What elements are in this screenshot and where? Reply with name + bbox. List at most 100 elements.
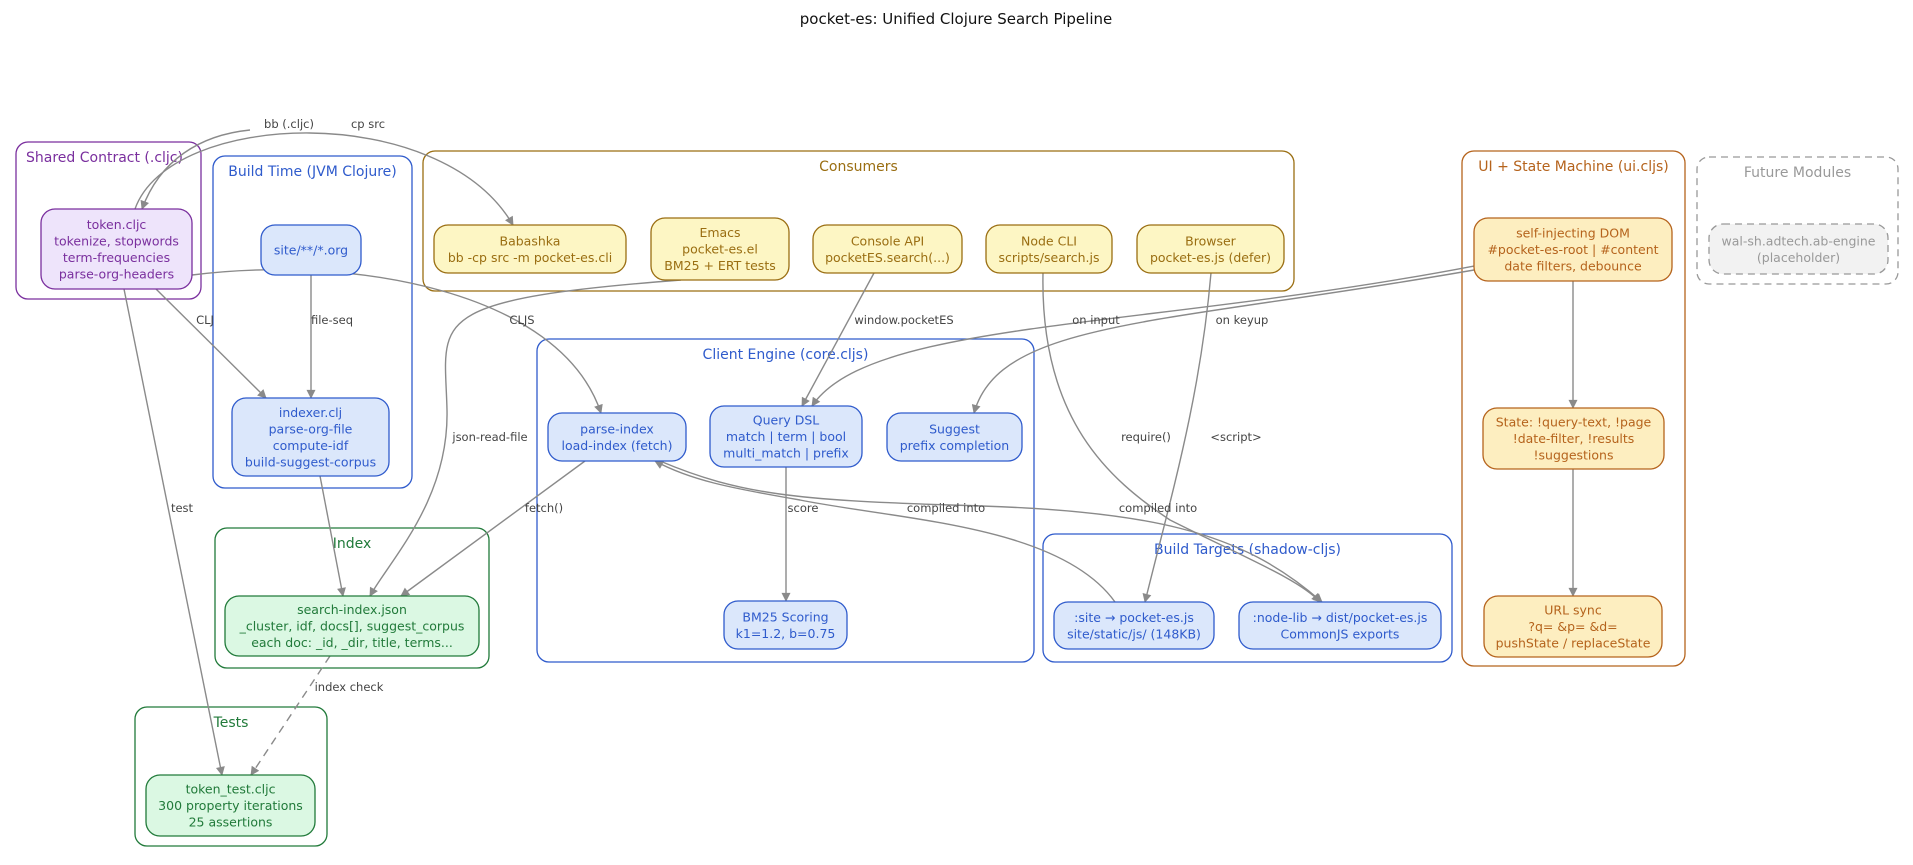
node-indexer-line-3: compute-idf (273, 438, 349, 453)
node-console-line-1: Console API (851, 233, 924, 248)
cluster-consumers: Consumers (422, 150, 1295, 292)
node-token-line-2: tokenize, stopwords (54, 233, 179, 248)
node-parse-box (547, 412, 687, 462)
node-bm25: BM25 Scoring k1=1.2, b=0.75 (723, 600, 848, 650)
edge-token-test-tokentest (123, 288, 225, 776)
node-url-line-1: URL sync (1544, 603, 1602, 618)
cluster-targets-label: Build Targets (shadow-cljs) (1154, 542, 1341, 558)
edge-label-bb: bb (.cljc) (264, 117, 314, 131)
node-sindex-box (224, 595, 480, 657)
cluster-shared-frame (15, 141, 202, 300)
node-sindex-line-3: each doc: _id, _dir, title, terms... (251, 635, 453, 650)
node-dsl-line-1: Query DSL (753, 413, 820, 428)
cluster-future: Future Modules (1696, 156, 1899, 285)
edge-label-compiled1: compiled into (907, 501, 985, 515)
node-token-line-4: parse-org-headers (59, 266, 174, 281)
cluster-targets: Build Targets (shadow-cljs) (1042, 533, 1453, 663)
edge-label-script: <script> (1210, 430, 1261, 444)
node-suggest-line-2: prefix completion (900, 438, 1009, 453)
edge-label-oninput: on input (1072, 313, 1120, 327)
edge-indexer-sindex (319, 475, 346, 597)
node-browser-line-1: Browser (1185, 233, 1237, 248)
edges-layer (123, 129, 1578, 776)
node-siteTarget-line-1: :site → pocket-es.js (1074, 610, 1194, 625)
edge-label-cljs: CLJS (509, 313, 534, 327)
node-dom-line-2: #pocket-es-root | #content (1487, 242, 1658, 257)
node-site: site/**/*.org (260, 224, 362, 276)
edge-label-jsonread: json-read-file (451, 430, 527, 444)
cluster-build-frame (212, 155, 413, 489)
node-nodelib-line-2: CommonJS exports (1281, 626, 1400, 641)
edge-nodecli-require-nodelib (1042, 272, 1321, 603)
edge-label-fileseq: file-seq (311, 313, 353, 327)
node-dsl-line-3: multi_match | prefix (723, 446, 849, 461)
cluster-index-label: Index (333, 536, 372, 552)
cluster-client-label: Client Engine (core.cljs) (703, 347, 869, 363)
edge-dom-oninput-dsl (811, 265, 1475, 407)
node-site-box (260, 224, 362, 276)
node-emacs-box (650, 217, 790, 281)
edge-label-require: require() (1121, 430, 1171, 444)
cluster-ui-label: UI + State Machine (ui.cljs) (1478, 159, 1668, 175)
cluster-tests-label: Tests (213, 715, 249, 731)
node-siteTarget-box (1053, 601, 1215, 650)
edge-label-onkeyup: on keyup (1216, 313, 1269, 327)
cluster-build-label: Build Time (JVM Clojure) (228, 164, 397, 180)
edge-babashka-to-token (140, 129, 251, 210)
node-future: wal-sh.adtech.ab-engine (placeholder) (1708, 223, 1889, 275)
node-token-box (40, 208, 193, 290)
node-nodecli-box (985, 224, 1113, 274)
edge-label-cp: cp src (351, 117, 385, 131)
cluster-client-frame (536, 338, 1035, 663)
edge-sitetarget-compiled-parse (654, 460, 1116, 603)
node-dom-line-1: self-injecting DOM (1516, 226, 1630, 241)
node-dsl-line-2: match | term | bool (726, 429, 846, 444)
node-state-line-1: State: !query-text, !page (1496, 415, 1652, 430)
edge-label-clj: CLJ (196, 313, 214, 327)
node-future-line-1: wal-sh.adtech.ab-engine (1722, 233, 1876, 248)
node-indexer-line-4: build-suggest-corpus (245, 454, 376, 469)
node-dom: self-injecting DOM#pocket-es-root | #con… (1473, 217, 1673, 282)
node-browser-box (1136, 224, 1285, 274)
node-nodelib-box (1238, 601, 1442, 650)
node-dom-box (1473, 217, 1673, 282)
node-indexer: indexer.cljparse-org-filecompute-idfbuil… (231, 397, 390, 477)
node-bm25-line-2: k1=1.2, b=0.75 (736, 626, 836, 641)
node-future-line-2: (placeholder) (1757, 250, 1840, 265)
clusters-layer: Shared Contract (.cljc)Build Time (JVM C… (15, 141, 1899, 847)
node-tokentest-box (145, 774, 316, 837)
node-indexer-line-1: indexer.clj (279, 405, 342, 420)
cluster-tests: Tests (134, 706, 328, 847)
cluster-ui-frame (1461, 150, 1686, 667)
edge-browser-script-sitetarget (1142, 272, 1212, 603)
node-dsl-box (709, 405, 863, 468)
node-url: URL sync?q= &p= &d=pushState / replaceSt… (1483, 595, 1663, 658)
diagram-title: pocket-es: Unified Clojure Search Pipeli… (800, 10, 1112, 28)
edge-sindex-indexcheck-tokentest (250, 655, 331, 776)
cluster-consumers-frame (422, 150, 1295, 292)
node-babashka-line-1: Babashka (500, 233, 561, 248)
cluster-index: Index (214, 527, 490, 669)
edge-label-test: test (171, 501, 194, 515)
node-nodecli-line-2: scripts/search.js (998, 250, 1099, 265)
node-tokentest-line-1: token_test.cljc (186, 782, 276, 797)
node-siteTarget-line-2: site/static/js/ (148KB) (1067, 626, 1201, 641)
node-parse-line-1: parse-index (580, 421, 654, 436)
edge-token-clj-indexer (155, 288, 267, 399)
cluster-targets-frame (1042, 533, 1453, 663)
node-tokentest-line-2: 300 property iterations (158, 798, 303, 813)
node-sindex: search-index.json_cluster, idf, docs[], … (224, 595, 480, 657)
node-bm25-line-1: BM25 Scoring (742, 609, 828, 624)
node-state-line-2: !date-filter, !results (1513, 431, 1635, 446)
node-bm25-box (723, 600, 848, 650)
node-url-line-3: pushState / replaceState (1496, 636, 1651, 651)
